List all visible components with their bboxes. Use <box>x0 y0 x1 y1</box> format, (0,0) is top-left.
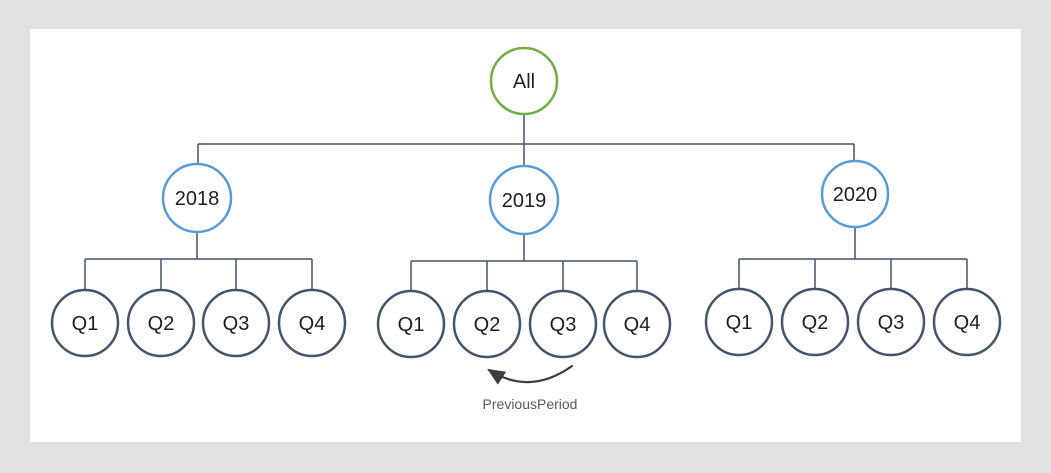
node-2019-q1-label: Q1 <box>398 314 425 336</box>
node-2020-q2-label: Q2 <box>802 312 829 334</box>
node-2020-q4-label: Q4 <box>954 312 981 334</box>
node-2020-q3-label: Q3 <box>878 312 905 334</box>
node-year-2020: 2020 <box>820 159 890 229</box>
node-2019-q4: Q4 <box>602 289 672 359</box>
node-2020-q4-circle <box>932 287 1002 357</box>
node-year-2018: 2018 <box>161 162 233 234</box>
node-2018-q2-circle <box>126 288 196 358</box>
connectors-root-to-years <box>197 114 855 165</box>
previous-period-annotation: PreviousPeriod <box>483 364 578 412</box>
node-2019-q3-circle <box>528 289 598 359</box>
node-2018-q1-circle <box>50 288 120 358</box>
node-2018-q3: Q3 <box>201 288 271 358</box>
connectors-2020-to-quarters <box>738 227 968 289</box>
node-2019-q2: Q2 <box>452 289 522 359</box>
node-year-2018-label: 2018 <box>175 188 220 210</box>
node-2020-q4: Q4 <box>932 287 1002 357</box>
node-2018-q4-label: Q4 <box>299 313 326 335</box>
node-2018-q4-circle <box>277 288 347 358</box>
previous-period-arrow <box>487 364 574 385</box>
node-2018-q2: Q2 <box>126 288 196 358</box>
node-year-2018-circle <box>161 162 233 234</box>
node-2018-q3-circle <box>201 288 271 358</box>
node-year-2019-label: 2019 <box>502 190 547 212</box>
node-2020-q3-circle <box>856 287 926 357</box>
connectors-2019-to-quarters <box>410 234 638 291</box>
node-2019-q2-label: Q2 <box>474 314 501 336</box>
node-2019-q3-label: Q3 <box>550 314 577 336</box>
node-all-circle <box>489 46 559 116</box>
node-2020-q3: Q3 <box>856 287 926 357</box>
node-2020-q2-circle <box>780 287 850 357</box>
node-2020-q2: Q2 <box>780 287 850 357</box>
node-2019-q4-label: Q4 <box>624 314 651 336</box>
node-2018-q2-label: Q2 <box>148 313 175 335</box>
node-2020-q1: Q1 <box>704 287 774 357</box>
previous-period-label: PreviousPeriod <box>483 396 578 412</box>
node-year-2020-label: 2020 <box>833 184 878 206</box>
node-year-2019-circle <box>488 164 560 236</box>
node-all-label: All <box>513 71 535 93</box>
node-year-2020-circle <box>820 159 890 229</box>
node-year-2019: 2019 <box>488 164 560 236</box>
node-2020-q1-label: Q1 <box>726 312 753 334</box>
node-2020-q1-circle <box>704 287 774 357</box>
node-all: All <box>489 46 559 116</box>
node-2019-q1-circle <box>376 289 446 359</box>
node-2019-q4-circle <box>602 289 672 359</box>
node-2019-q1: Q1 <box>376 289 446 359</box>
node-2019-q3: Q3 <box>528 289 598 359</box>
node-2018-q4: Q4 <box>277 288 347 358</box>
node-2018-q3-label: Q3 <box>223 313 250 335</box>
node-2019-q2-circle <box>452 289 522 359</box>
connectors-2018-to-quarters <box>84 232 313 290</box>
node-2018-q1-label: Q1 <box>72 313 99 335</box>
node-2018-q1: Q1 <box>50 288 120 358</box>
